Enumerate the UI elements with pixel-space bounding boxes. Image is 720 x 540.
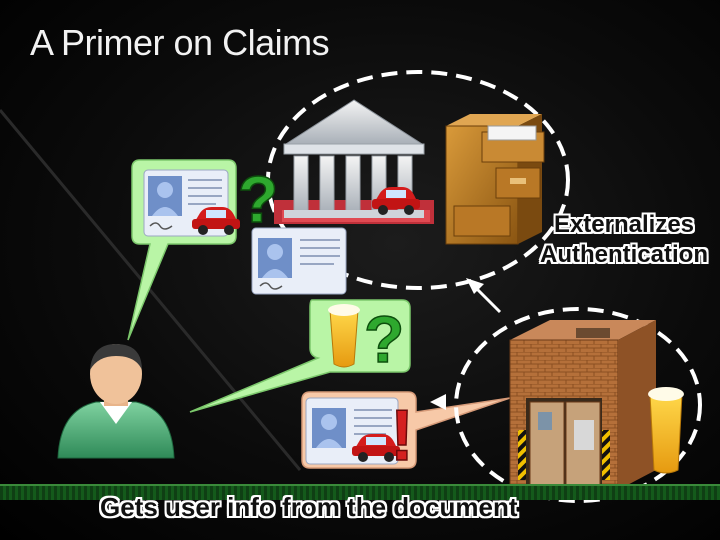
bottom-caption: Gets user info from the document [100,492,518,522]
red-car-icon [192,207,240,235]
id-card-icon-bank [251,227,347,295]
externalizes-line1: Externalizes [553,211,695,238]
authentication-boundary-circle [266,70,570,290]
beer-glass-icon-bar [648,387,684,474]
bottom-decorative-band [0,484,720,500]
beer-glass-icon [328,304,360,368]
red-car-icon-peach [352,434,400,462]
question-mark-beer: ? [364,302,404,376]
bar-boundary-circle [454,307,702,503]
user-avatar-icon [57,344,175,459]
externalizes-authentication-label: Externalizes Authentication [534,210,714,270]
background-streak [0,109,302,471]
question-mark-bank: ? [238,162,278,236]
arrow-small [430,394,446,410]
externalizes-line2: Authentication [540,241,708,268]
bar-building-icon [509,320,656,491]
arrow-to-auth-circle [466,278,502,314]
exclamation-mark: ! [390,396,414,476]
red-car-icon-bank [372,187,420,215]
file-cabinet-icon [445,114,545,245]
slide-title: A Primer on Claims [30,22,330,63]
